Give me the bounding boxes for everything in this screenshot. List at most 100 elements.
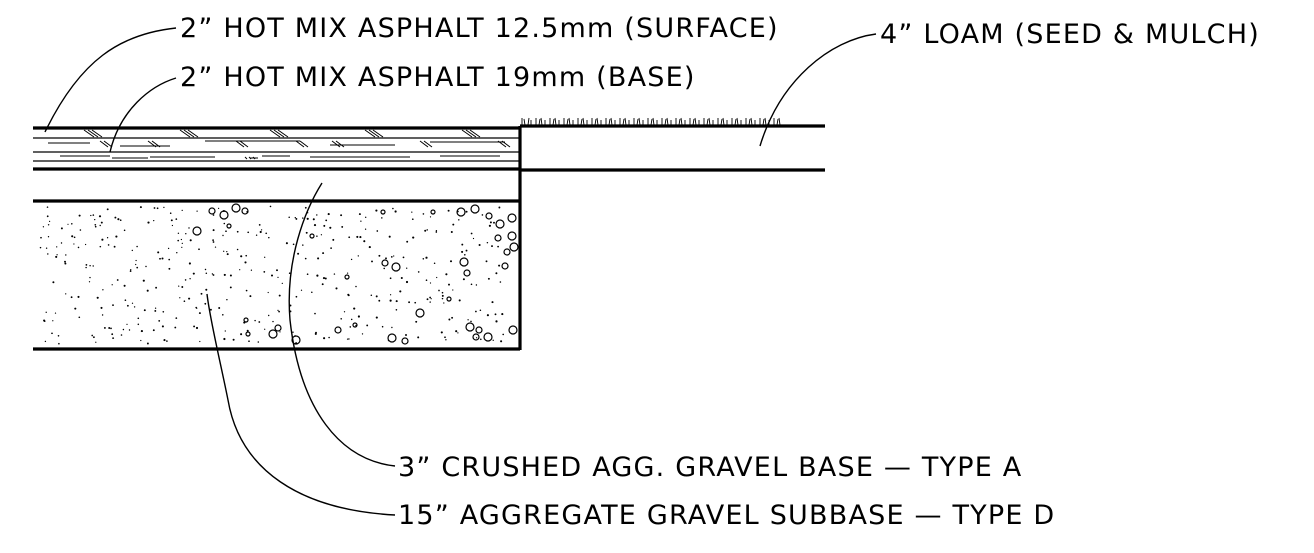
gravel-dot: [39, 246, 42, 249]
gravel-dot: [107, 244, 110, 246]
gravel-dot: [480, 338, 482, 341]
gravel-dot: [278, 310, 280, 313]
gravel-dot: [163, 206, 165, 209]
gravel-dot: [450, 230, 453, 234]
gravel-dot: [375, 295, 378, 298]
gravel-stone: [391, 262, 401, 272]
gravel-dot: [40, 236, 42, 239]
gravel-dot: [44, 340, 47, 343]
gravel-dot: [475, 310, 477, 313]
gravel-dot: [245, 254, 248, 257]
gravel-dot: [348, 338, 350, 340]
gravel-dot: [495, 272, 498, 275]
gravel-dot: [461, 250, 464, 253]
gravel-dot: [389, 277, 392, 280]
gravel-dot: [184, 279, 187, 281]
gravel-dot: [129, 270, 132, 272]
gravel-dot: [371, 260, 373, 263]
gravel-dot: [467, 319, 469, 321]
gravel-dot: [491, 301, 494, 304]
gravel-dot: [136, 245, 138, 248]
gravel-stone: [352, 322, 358, 328]
gravel-dot: [161, 257, 164, 260]
gravel-dot: [295, 217, 298, 220]
gravel-dot: [364, 228, 367, 230]
gravel-dot: [381, 217, 383, 219]
gravel-dot: [175, 218, 178, 220]
gravel-dot: [272, 320, 274, 323]
gravel-dot: [204, 268, 207, 271]
gravel-dot: [335, 287, 338, 290]
gravel-dot: [254, 319, 256, 322]
gravel-dot: [90, 214, 92, 217]
gravel-dot: [324, 277, 327, 280]
gravel-dot: [368, 246, 371, 249]
gravel-dot: [479, 309, 482, 312]
gravel-dot: [481, 214, 484, 216]
gravel-subbase-stones: [192, 203, 519, 345]
gravel-dot: [378, 254, 381, 257]
gravel-dot: [268, 236, 270, 239]
gravel-dot: [85, 264, 88, 266]
gravel-dot: [277, 309, 279, 312]
gravel-dot: [51, 332, 53, 335]
gravel-dot: [500, 340, 503, 343]
gravel-dot: [429, 282, 432, 284]
gravel-dot: [445, 273, 448, 276]
gravel-dot: [154, 309, 157, 312]
gravel-dot: [46, 206, 49, 208]
gravel-dot: [88, 281, 91, 283]
gravel-dot: [185, 233, 187, 235]
gravel-dot: [240, 333, 243, 336]
gravel-dot: [106, 237, 109, 239]
gravel-dot: [161, 325, 164, 328]
gravel-dot: [167, 247, 170, 250]
gravel-dot: [129, 269, 132, 271]
gravel-stone: [472, 333, 480, 341]
gravel-dot: [465, 210, 468, 213]
gravel-dot: [175, 317, 178, 319]
gravel-dot: [441, 291, 444, 294]
pavement-layers: [33, 124, 825, 351]
gravel-dot: [93, 336, 95, 339]
gravel-stone: [344, 274, 350, 280]
gravel-dot: [347, 293, 350, 296]
gravel-dot: [414, 301, 417, 304]
gravel-dot: [491, 245, 493, 248]
gravel-dot: [259, 230, 262, 234]
gravel-stone: [415, 308, 425, 318]
gravel-dot: [67, 223, 69, 225]
label-crushed-gravel-base: 3” CRUSHED AGG. GRAVEL BASE — TYPE A: [398, 452, 1022, 483]
gravel-dot: [402, 256, 405, 259]
gravel-dot: [304, 257, 307, 260]
gravel-dot: [465, 249, 468, 252]
gravel-dot: [84, 243, 87, 246]
gravel-dot: [406, 267, 408, 269]
gravel-dot: [111, 284, 113, 286]
gravel-dot: [126, 323, 128, 326]
gravel-stone: [219, 210, 229, 220]
gravel-dot: [154, 307, 157, 309]
gravel-dot: [131, 302, 134, 304]
gravel-stone: [501, 262, 509, 270]
gravel-dot: [306, 273, 309, 276]
gravel-dot: [128, 329, 131, 331]
gravel-dot: [452, 223, 455, 226]
gravel-stone: [483, 332, 493, 342]
gravel-dot: [140, 339, 142, 342]
gravel-stone: [309, 233, 315, 239]
gravel-dot: [263, 271, 266, 273]
gravel-dot: [364, 216, 367, 219]
gravel-dot: [394, 210, 397, 213]
gravel-dot: [357, 315, 360, 318]
gravel-dot: [214, 246, 217, 248]
gravel-dot: [353, 307, 356, 310]
asphalt-hatch: [48, 129, 511, 160]
leader-lines: [44, 27, 877, 516]
gravel-dot: [343, 311, 346, 313]
gravel-stone: [463, 269, 471, 277]
gravel-dot: [162, 310, 165, 313]
gravel-dot: [448, 318, 451, 321]
gravel-dot: [457, 332, 459, 334]
